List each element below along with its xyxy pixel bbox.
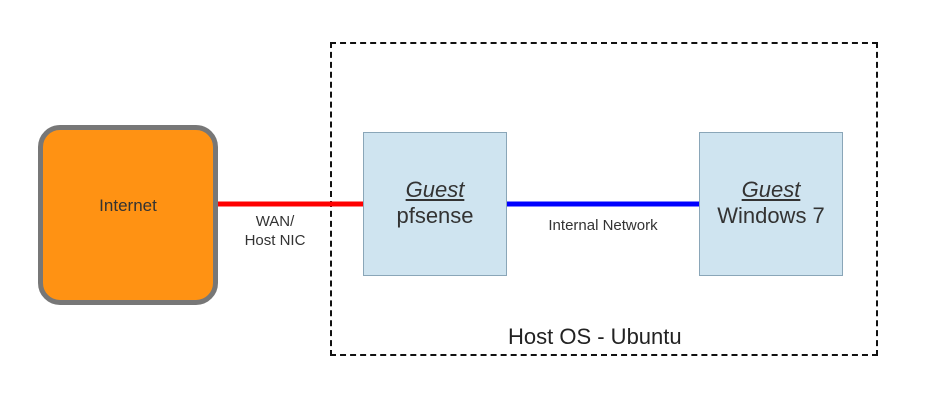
guest-pfsense-name: pfsense [396,203,474,228]
wan-link-label-line1: WAN/ [255,213,295,230]
guest-pfsense-tag: Guest [405,177,465,202]
guest-windows-tag: Guest [741,177,801,202]
guest-windows-node: Guest Windows 7 [699,132,843,276]
host-os-label: Host OS - Ubuntu [508,324,682,349]
host-os-boundary [330,42,878,356]
guest-windows-name: Windows 7 [717,203,825,228]
guest-pfsense-node: Guest pfsense [363,132,507,276]
wan-link-label-line2: Host NIC [244,232,306,249]
internet-label: Internet [99,196,157,215]
internal-network-label: Internal Network [548,217,658,234]
wan-link-label: WAN/ Host NIC [238,212,312,250]
internet-node: Internet [38,125,218,305]
